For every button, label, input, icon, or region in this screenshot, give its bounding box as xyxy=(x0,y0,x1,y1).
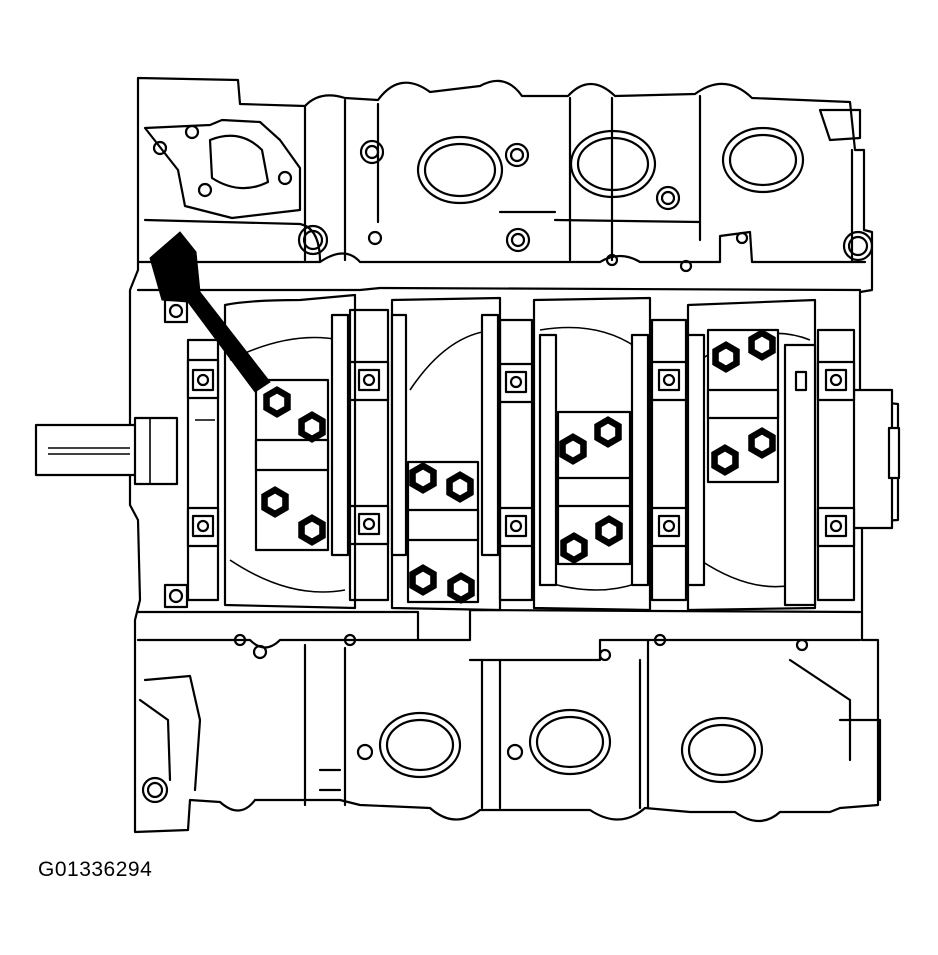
hex-nut-face-3 xyxy=(266,492,284,512)
hex-nut-face-15 xyxy=(716,450,734,470)
main-bearing-cap-3 xyxy=(498,318,534,602)
hex-nut-face-1 xyxy=(268,392,286,412)
engine-block-outline xyxy=(128,76,900,834)
hex-nut-face-8 xyxy=(452,578,470,598)
hex-nut-face-14 xyxy=(753,335,771,355)
hex-nut-face-12 xyxy=(600,521,618,541)
hex-nut-face-7 xyxy=(414,570,432,590)
hex-nut-face-4 xyxy=(303,520,321,540)
rod-cap-nuts xyxy=(261,329,776,604)
hex-nut-face-6 xyxy=(451,477,469,497)
hex-nut-face-2 xyxy=(303,417,321,437)
crank-webs xyxy=(223,293,817,612)
hex-nut-face-11 xyxy=(565,538,583,558)
main-cap-bolts xyxy=(163,298,848,609)
crankshaft-snout xyxy=(34,416,179,486)
pointer-arrow xyxy=(149,231,271,393)
main-bearing-cap-4 xyxy=(650,318,688,602)
lower-casting xyxy=(138,633,882,810)
upper-casting xyxy=(143,94,874,273)
hex-nut-face-13 xyxy=(717,347,735,367)
hex-nut-face-16 xyxy=(753,433,771,453)
hex-nut-face-5 xyxy=(414,468,432,488)
rear-crank-flange xyxy=(850,388,901,530)
hex-nut-face-10 xyxy=(599,422,617,442)
figure-id-label: G01336294 xyxy=(38,858,153,881)
lower-pan-rail xyxy=(136,608,862,662)
upper-pan-rail xyxy=(136,230,867,292)
hex-nut-face-9 xyxy=(564,439,582,459)
